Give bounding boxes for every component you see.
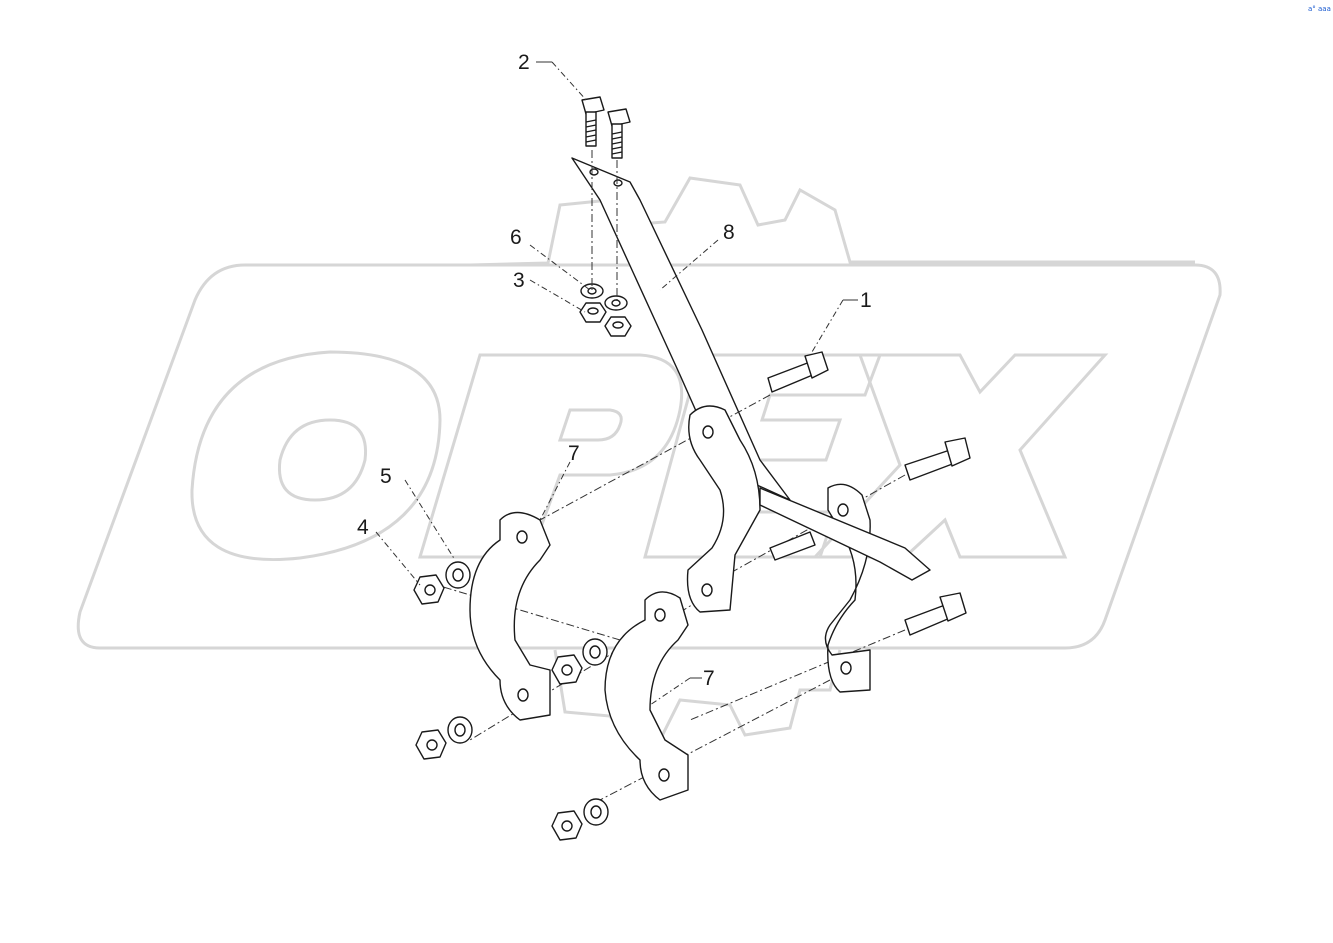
callout-4: 4 (357, 516, 369, 539)
callout-labels: 1 2 3 4 5 6 7 7 8 (357, 51, 872, 690)
clamp-right-lower (759, 483, 931, 693)
watermark-logo (76, 176, 1222, 742)
bolts-right (767, 351, 971, 636)
callout-7-upper: 7 (568, 442, 580, 465)
callout-6: 6 (510, 226, 522, 249)
bolt-pair-top (581, 96, 631, 159)
clamp-right-upper (686, 405, 761, 613)
clamp-middle (604, 591, 689, 801)
callout-3: 3 (513, 269, 525, 292)
clamp-left (469, 511, 551, 721)
callout-5: 5 (380, 465, 392, 488)
washer-nut-stack-top (579, 283, 632, 337)
corner-mark: a° aaa (1308, 5, 1331, 13)
callout-1: 1 (860, 289, 872, 312)
callout-leaders (375, 61, 858, 706)
strap-bracket (571, 157, 791, 501)
callout-8: 8 (723, 221, 735, 244)
callout-7-lower: 7 (703, 667, 715, 690)
callout-2: 2 (518, 51, 530, 74)
nuts-washers (413, 561, 609, 841)
